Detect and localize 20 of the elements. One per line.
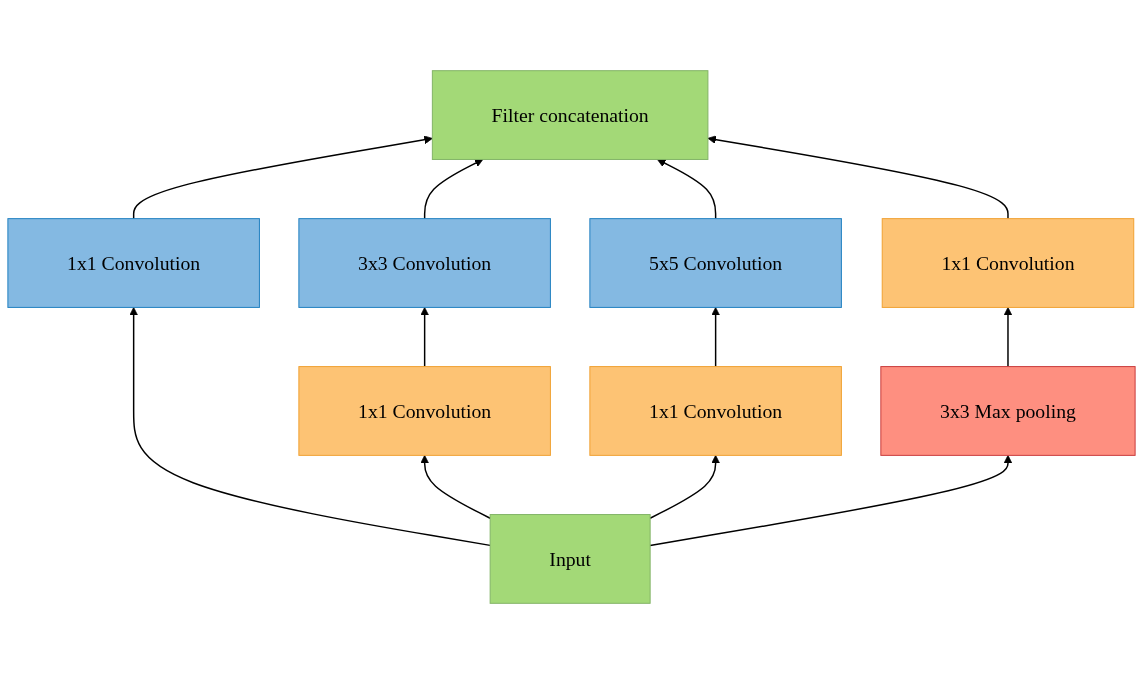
arrow <box>707 135 1009 220</box>
arrow <box>420 307 429 368</box>
arrow <box>711 307 720 368</box>
node-box: Input <box>489 514 651 604</box>
arrow <box>423 159 484 220</box>
node-box: 5x5 Convolution <box>589 218 842 308</box>
node-box: 3x3 Convolution <box>298 218 551 308</box>
node-box: Filter concatenation <box>431 70 709 160</box>
node-box: 1x1 Convolution <box>7 218 260 308</box>
node-box: 1x1 Convolution <box>881 218 1135 308</box>
node-box: 1x1 Convolution <box>589 366 842 456</box>
arrow <box>649 454 1013 547</box>
arrow <box>129 307 491 547</box>
arrow <box>1003 307 1013 368</box>
node-box: 1x1 Convolution <box>298 366 551 456</box>
node-box: 3x3 Max pooling <box>880 366 1136 456</box>
arrow <box>132 135 433 220</box>
arrow <box>649 454 720 519</box>
arrow <box>657 159 717 220</box>
arrow <box>420 454 491 519</box>
